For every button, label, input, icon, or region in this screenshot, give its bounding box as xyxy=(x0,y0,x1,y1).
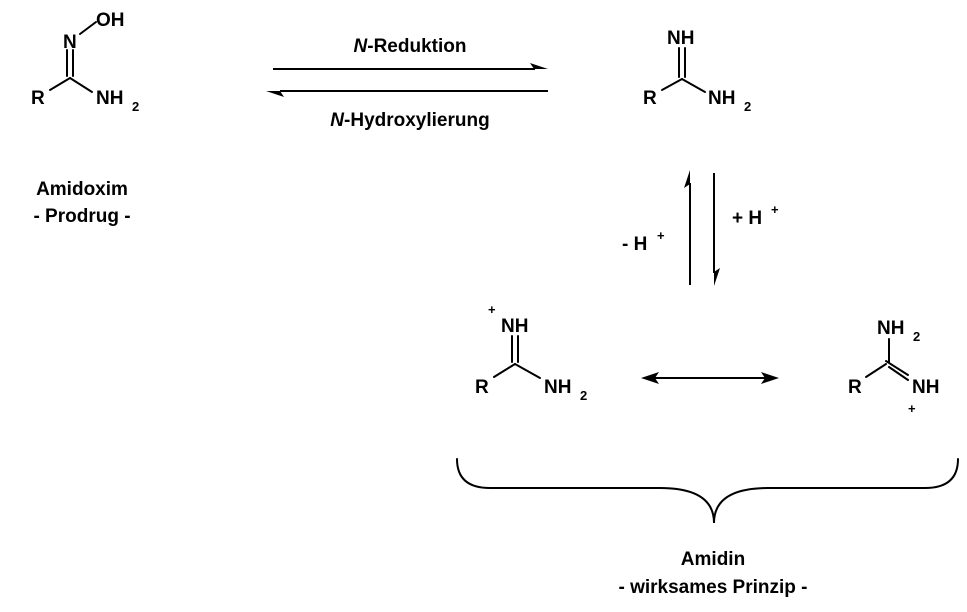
resonance-right-nh2-label: NH xyxy=(877,318,904,339)
resonance-right-r-bond xyxy=(865,363,887,378)
amidoxim-name: Amidoxim xyxy=(36,179,128,200)
resonance-left-nh2-label: NH xyxy=(544,377,571,398)
amidoxim-r-bond xyxy=(49,77,71,91)
resonance-left-r-bond xyxy=(493,363,516,378)
amidoxim-no-bond xyxy=(79,21,97,35)
reduction-label: N-Reduktion xyxy=(354,36,467,57)
deprotonation-arrow-head xyxy=(684,170,690,188)
hydroxylation-label: N-Hydroxylierung xyxy=(330,110,489,131)
amidine-nh2-label: NH xyxy=(708,88,735,109)
amidine-r-label: R xyxy=(643,88,657,109)
amidoxim-oh-label: OH xyxy=(96,10,125,31)
resonance-arrow-head-right xyxy=(761,372,779,384)
protonation-plus: + xyxy=(771,202,779,217)
protonation-arrow-head xyxy=(714,268,720,286)
resonance-left-nh-label: NH xyxy=(501,316,528,337)
amidoxim-nh2-label: NH xyxy=(96,88,123,109)
reduction-label-suffix: -Reduktion xyxy=(367,36,466,57)
amidoxim-structure: OH N R NH 2 xyxy=(31,10,139,114)
resonance-left-nh2-bond xyxy=(514,363,541,379)
reduction-label-prefix: N xyxy=(354,36,369,57)
resonance-right-nh2-subscript: 2 xyxy=(913,329,920,344)
amidin-name: Amidin xyxy=(681,549,745,570)
resonance-grouping-brace xyxy=(456,458,959,524)
amidine-r-bond xyxy=(661,78,683,91)
reduction-arrow-head xyxy=(530,63,548,69)
hydroxylation-arrow-head xyxy=(266,91,284,97)
protonation-arrow xyxy=(713,173,720,286)
amidine-nh2-bond xyxy=(681,78,706,93)
amidoxim-nh2-bond xyxy=(69,77,93,93)
deprotonation-plus: + xyxy=(657,228,665,243)
resonance-right-cn-double-bond-b xyxy=(888,366,909,381)
amidine-structure: NH R NH 2 xyxy=(643,28,751,114)
resonance-left-plus: + xyxy=(488,302,496,317)
resonance-left-r-label: R xyxy=(475,377,489,398)
resonance-left-structure: + NH R NH 2 xyxy=(475,302,587,403)
amidoxim-nh2-subscript: 2 xyxy=(132,99,139,114)
hydroxylation-label-suffix: -Hydroxylierung xyxy=(344,110,490,131)
protonation-label: + H xyxy=(732,208,762,229)
hydroxylation-arrow xyxy=(266,90,548,97)
resonance-right-nh-label: NH xyxy=(912,377,939,398)
deprotonation-arrow xyxy=(684,170,691,285)
amidin-role: - wirksames Prinzip - xyxy=(618,577,807,598)
amidoxim-r-label: R xyxy=(31,88,45,109)
resonance-right-plus: + xyxy=(908,401,916,416)
resonance-arrow-head-left xyxy=(641,372,659,384)
deprotonation-label: - H xyxy=(622,234,647,255)
hydroxylation-label-prefix: N xyxy=(330,110,345,131)
amidoxim-n-label: N xyxy=(63,32,77,53)
amidine-nh-label: NH xyxy=(667,28,694,49)
resonance-right-r-label: R xyxy=(848,377,862,398)
resonance-right-cn-double-bond-a xyxy=(885,360,909,376)
reduction-arrow xyxy=(273,63,548,70)
resonance-left-nh2-subscript: 2 xyxy=(580,388,587,403)
amidine-nh2-subscript: 2 xyxy=(744,99,751,114)
amidoxim-role: - Prodrug - xyxy=(33,206,130,227)
resonance-right-structure: NH 2 R NH + xyxy=(848,318,939,416)
resonance-arrow xyxy=(641,372,779,384)
